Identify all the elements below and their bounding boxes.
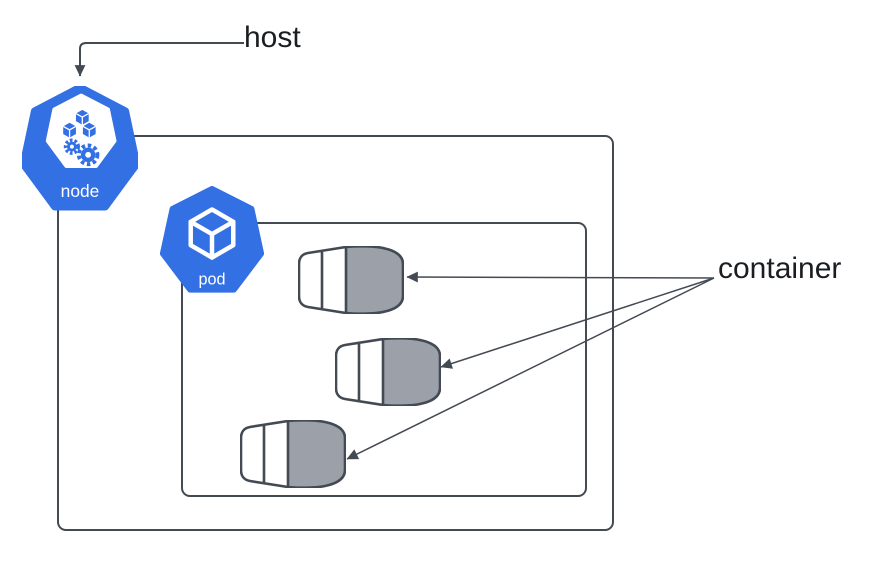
pod-boundary-box <box>181 222 587 497</box>
label-to-container-3-arrow <box>346 277 715 460</box>
pod-icon-label: pod <box>198 270 225 288</box>
container-icon <box>335 338 441 406</box>
host-to-node-arrow <box>74 42 244 77</box>
node-cubes-icon <box>62 109 96 138</box>
label-to-container-2-arrow <box>440 277 715 369</box>
container-label: container <box>718 252 842 285</box>
kubernetes-node-icon: node <box>22 86 138 211</box>
node-inner-heptagon <box>45 93 117 169</box>
node-icon-label: node <box>61 181 100 201</box>
kubernetes-pod-icon: pod <box>159 186 265 293</box>
label-to-container-1-arrow <box>406 271 715 283</box>
node-gears-icon <box>63 138 100 167</box>
pod-cube-icon <box>188 207 236 260</box>
container-icon <box>298 246 404 314</box>
container-icon <box>240 420 346 488</box>
node-boundary-box <box>57 135 614 531</box>
host-label: host <box>244 21 301 54</box>
